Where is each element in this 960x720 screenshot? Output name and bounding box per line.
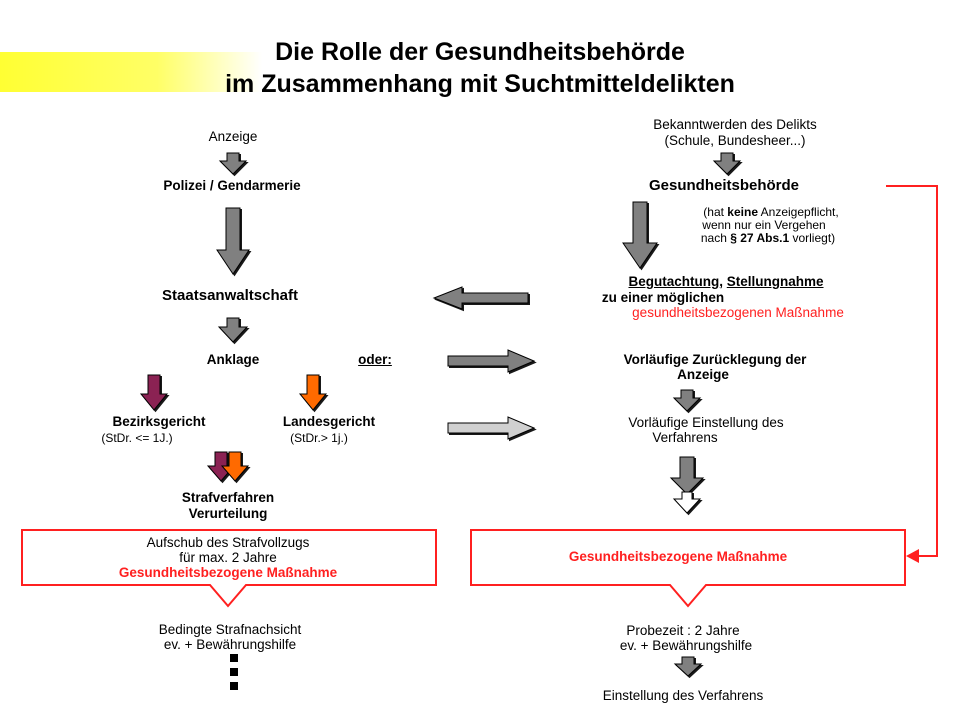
right-box-text: Gesundheitsbezogene Maßnahme [568, 549, 788, 564]
arrow-polizei-to-staatsanwaltschaft [216, 207, 250, 275]
left-box-line-1: Aufschub des Strafvollzugs [146, 535, 310, 550]
title-line-1: Die Rolle der Gesundheitsbehörde [275, 38, 685, 66]
arrow-landesgericht-to-strafverfahren [220, 451, 250, 482]
arrow-bezirksgericht-to-strafverfahren [206, 451, 236, 482]
red-connector-behoerde-to-massnahme [886, 185, 938, 563]
label-polizei: Polizei / Gendarmerie [163, 178, 301, 193]
label-gesundheitsbehoerde: Gesundheitsbehörde [648, 177, 800, 194]
arrow-oder-to-zuruecklegung [447, 349, 536, 373]
title-line-2: im Zusammenhang mit Suchtmitteldelikten [225, 70, 735, 98]
label-vorlaeufige-einstellung: Vorläufige Einstellung des [628, 415, 784, 430]
label-strafverfahren: Strafverfahren [181, 490, 275, 505]
left-red-callout-box [21, 529, 437, 608]
arrow-anzeige-to-polizei [218, 152, 248, 175]
label-schule-bundesheer: (Schule, Bundesheer...) [664, 133, 806, 148]
label-verfahrens-right: Verfahrens [652, 430, 718, 445]
arrow-einstellung-to-massnahme-gray [669, 456, 705, 495]
label-staatsanwaltschaft: Staatsanwaltschaft [162, 287, 298, 304]
label-anklage: Anklage [206, 352, 260, 367]
arrow-anklage-to-landesgericht [298, 374, 328, 411]
arrow-staatsanwaltschaft-to-anklage [217, 317, 249, 343]
note-anzeigepflicht: (hat keine Anzeigepflicht, [703, 205, 839, 219]
page-title: Die Rolle der Gesundheitsbehörde im Zusa… [0, 36, 960, 100]
left-box-line-3: Gesundheitsbezogene Maßnahme [118, 565, 338, 580]
arrow-anklage-to-bezirksgericht [139, 374, 169, 411]
label-landesgericht: Landesgericht [282, 414, 376, 429]
arrow-einstellung-to-massnahme-white [672, 491, 702, 514]
note-vergehen: wenn nur ein Vergehen [702, 218, 826, 232]
title-accent-bar [0, 52, 262, 92]
label-bewaehrungshilfe-left: ev. + Bewährungshilfe [163, 637, 297, 652]
label-landesgericht-note: (StDr.> 1j.) [290, 431, 348, 445]
label-bekanntwerden: Bekanntwerden des Delikts [653, 117, 817, 132]
arrow-zuruecklegung-to-einstellung [672, 389, 702, 412]
label-moeglichen: zu einer möglichen [601, 290, 725, 305]
arrow-bekannt-to-behoerde [712, 152, 742, 175]
label-verurteilung: Verurteilung [188, 506, 268, 521]
label-bezirksgericht-note: (StDr. <= 1J.) [101, 431, 173, 445]
arrow-begutachtung-to-staatsanwaltschaft [432, 286, 529, 310]
label-anzeige-right: Anzeige [677, 367, 729, 382]
label-bezirksgericht: Bezirksgericht [112, 414, 206, 429]
label-anzeige: Anzeige [208, 129, 258, 144]
label-gesundheitsbezogenen-massnahme: gesundheitsbezogenen Maßnahme [632, 305, 844, 320]
continuation-dots [230, 654, 240, 696]
label-bedingte-strafnachsicht: Bedingte Strafnachsicht [158, 622, 302, 637]
arrow-probezeit-to-einstellung [673, 656, 703, 677]
note-paragraph: nach § 27 Abs.1 vorliegt) [700, 231, 836, 245]
arrow-landesgericht-to-einstellung [447, 416, 536, 440]
left-box-line-2: für max. 2 Jahre [179, 550, 277, 565]
label-begutachtung-stellungnahme: Begutachtung, Stellungnahme [628, 274, 824, 289]
label-oder: oder: [358, 352, 392, 367]
label-probezeit: Probezeit : 2 Jahre [626, 623, 740, 638]
arrow-behoerde-to-begutachtung [622, 201, 658, 269]
label-einstellung-des-verfahrens: Einstellung des Verfahrens [602, 688, 764, 703]
label-vorlaeufige-zuruecklegung: Vorläufige Zurücklegung der [623, 352, 807, 367]
right-red-callout-box [470, 529, 906, 608]
label-bewaehrungshilfe-right: ev. + Bewährungshilfe [619, 638, 753, 653]
